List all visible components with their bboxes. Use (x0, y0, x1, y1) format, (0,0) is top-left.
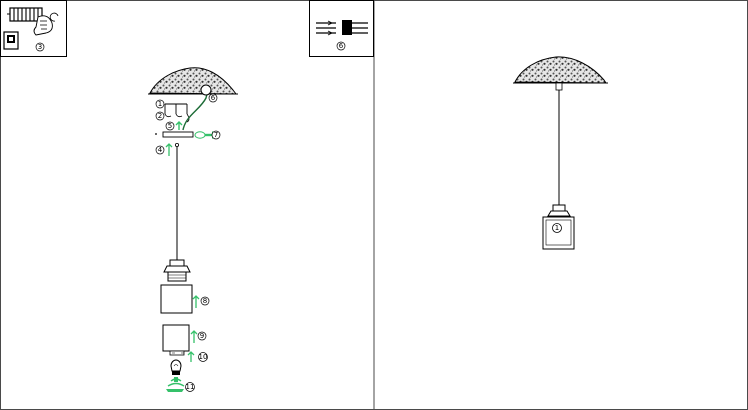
wire-bracket (164, 103, 190, 123)
power-off-switch-icon (3, 31, 19, 50)
wire-strip-icon (7, 7, 59, 22)
assembled-lamp: 1 (513, 56, 608, 250)
rock-canopy-assembled (514, 56, 607, 84)
exploded-assembly: 1 2 5 6 7 4 (148, 67, 238, 392)
svg-text:11: 11 (186, 383, 195, 391)
svg-text:2: 2 (158, 112, 162, 120)
callout-8: 8 (200, 296, 210, 306)
svg-text:6: 6 (339, 42, 344, 50)
screw-in-bulb-icon (166, 377, 185, 392)
svg-text:1: 1 (158, 100, 162, 108)
callout-9: 9 (197, 331, 207, 341)
callout-3: 3 (35, 42, 45, 52)
arrow-5 (175, 121, 183, 130)
callout-assembled-1: 1 (552, 223, 562, 233)
svg-text:9: 9 (200, 332, 204, 340)
svg-text:4: 4 (158, 146, 163, 154)
callout-10: 10 (198, 352, 208, 362)
terminal-block-icon (316, 20, 368, 36)
lamp-shade-small (162, 324, 190, 352)
cable-green (182, 89, 209, 131)
bulb-icon (170, 359, 182, 375)
arrow-4 (165, 143, 173, 156)
callout-5: 5 (165, 121, 175, 131)
callout-11: 11 (185, 382, 195, 392)
arrow-10 (187, 351, 195, 362)
lamp-shade-large (160, 284, 193, 314)
arrow-8 (192, 295, 200, 308)
svg-text:7: 7 (214, 131, 218, 139)
arrow-9 (190, 330, 198, 343)
callout-4: 4 (155, 145, 165, 155)
svg-text:8: 8 (203, 297, 207, 305)
callout-7: 7 (211, 130, 221, 140)
mounting-bracket (162, 131, 194, 138)
hand-icon (33, 15, 53, 36)
inset-wire-prep: 3 (0, 0, 67, 57)
lamp-holder-icon (163, 259, 191, 282)
svg-text:5: 5 (168, 122, 172, 130)
callout-6: 6 (208, 93, 218, 103)
shade-assembled-outer (542, 216, 575, 250)
inset-terminal: 6 (309, 0, 374, 57)
rock-canopy-icon (149, 67, 238, 95)
svg-text:10: 10 (199, 353, 208, 361)
svg-text:1: 1 (555, 224, 559, 232)
svg-text:3: 3 (38, 43, 42, 51)
svg-text:6: 6 (211, 94, 216, 102)
callout-1: 1 (155, 99, 165, 109)
lamp-holder-assembled (547, 204, 571, 217)
shade-assembled-inner (545, 219, 572, 246)
callout-6-inset: 6 (336, 41, 346, 51)
callout-2: 2 (155, 111, 165, 121)
